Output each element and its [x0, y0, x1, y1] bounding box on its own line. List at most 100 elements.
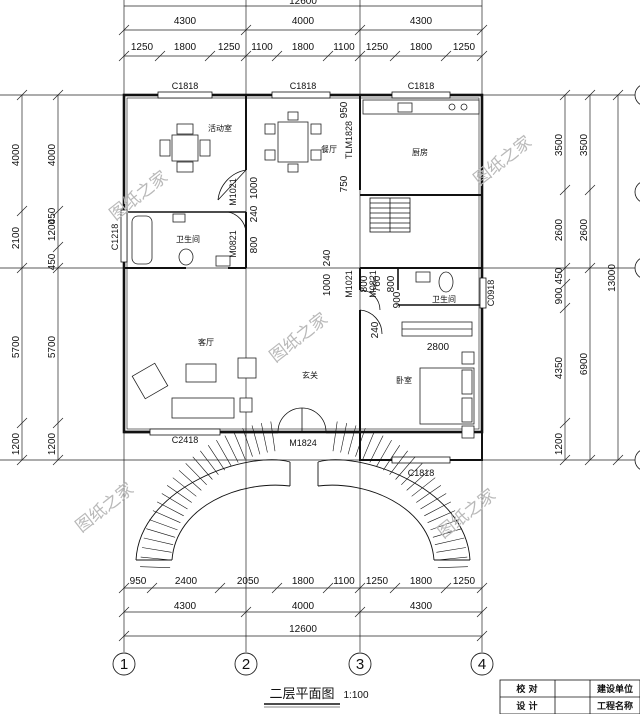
interior-dim: 800 [386, 275, 397, 292]
title-block-client: 建设单位 [597, 683, 633, 695]
door-code: M1021 [344, 270, 354, 298]
top-overall-dim: 12600 [289, 0, 317, 7]
right-inner-dim: 4350 [554, 356, 565, 379]
right-inner-dim: 3500 [554, 133, 565, 156]
right-inner-dim: 450 [554, 267, 565, 284]
top-major-dim: 4000 [292, 16, 315, 27]
stair-step [436, 547, 467, 553]
right-inner-dim: 2600 [554, 218, 565, 241]
top-minor-dim: 1250 [131, 42, 154, 53]
right-overall-dim: 13000 [607, 264, 618, 292]
top-dimension-lines [118, 5, 488, 62]
stair-step [416, 485, 442, 503]
room-label-living: 客厅 [198, 337, 214, 347]
right-inner-dim: 1200 [554, 432, 565, 455]
bottom-minor-dim: 1100 [333, 576, 355, 587]
axis-label: 3 [356, 656, 364, 673]
window-code: C1818 [172, 81, 199, 91]
left-inner-dim: 1200 [47, 432, 58, 455]
title-block-check: 校 对 [516, 683, 537, 695]
right-dimension-lines [559, 89, 624, 466]
door-code: M0821 [228, 230, 238, 258]
room-label-bath-left: 卫生间 [176, 234, 200, 244]
window-code: C0918 [486, 280, 496, 307]
room-label-kitchen: 厨房 [412, 147, 428, 157]
stair-steps [140, 421, 468, 568]
watermark: 图纸之家 [434, 485, 500, 543]
stair-step [178, 470, 202, 491]
right-outer-dim: 2600 [579, 218, 590, 241]
stair-step [401, 463, 423, 486]
bottom-overall-dim: 12600 [289, 624, 317, 635]
left-outer-dim: 4000 [11, 143, 22, 166]
stair-step [140, 556, 171, 561]
title-block [499, 679, 640, 714]
title-block-project: 工程名称 [597, 700, 633, 712]
stair-well [369, 197, 411, 233]
left-inner-dim: 450 [47, 207, 58, 224]
interior-dim: 240 [370, 321, 381, 338]
stair-step [406, 470, 430, 491]
top-major-dim: 4300 [174, 16, 197, 27]
window-code: C1818 [408, 81, 435, 91]
stair-step [224, 435, 239, 463]
room-label-bedroom: 卧室 [396, 375, 412, 385]
stair-step [437, 566, 468, 568]
windows [120, 91, 487, 464]
left-inner-dim: 1200 [47, 218, 58, 241]
room-label-bath-right: 卫生间 [432, 294, 456, 304]
top-minor-dim: 1800 [292, 42, 315, 53]
stair-step [347, 425, 357, 455]
bottom-dimension-lines [118, 582, 488, 642]
stair-step [149, 519, 178, 531]
interior-dim: 950 [339, 101, 350, 118]
drawing-title: 二层平面图 [269, 687, 334, 702]
watermark: 图纸之家 [266, 309, 332, 367]
right-inner-dim: 900 [554, 287, 565, 304]
stair-step [395, 456, 416, 480]
axis-label: 4 [478, 656, 486, 673]
left-inner-dim: 4000 [47, 143, 58, 166]
bottom-minor-dim: 1250 [366, 576, 389, 587]
stair-step [200, 450, 219, 475]
stair-step [146, 528, 176, 538]
title-block-design: 设 计 [516, 700, 537, 712]
interior-dim: 760 [372, 275, 383, 292]
stair-step [424, 501, 452, 517]
stair-step [141, 547, 172, 553]
right-outer-dim: 3500 [579, 133, 590, 156]
door-code: TLM1828 [344, 121, 354, 159]
stair-step [411, 477, 436, 497]
bottom-minor-dim: 2400 [175, 576, 198, 587]
stair-step [432, 528, 462, 538]
stair-step [140, 566, 171, 568]
bottom-minor-dim: 1800 [410, 576, 433, 587]
right-outer-dim: 6900 [579, 352, 590, 375]
left-outer-dim: 5700 [11, 335, 22, 358]
left-inner-dim: 5700 [47, 335, 58, 358]
stair-step [207, 445, 225, 471]
bottom-minor-dim: 1800 [292, 576, 315, 587]
stair-step [430, 519, 459, 531]
top-minor-dim: 1800 [174, 42, 197, 53]
curved-entrance-stairs [135, 459, 471, 561]
interior-dim: 800 [359, 275, 370, 292]
left-dimension-lines [16, 89, 64, 466]
top-minor-dim: 1100 [333, 42, 355, 53]
stair-step [161, 493, 188, 510]
stair-step [172, 477, 197, 497]
axis-label: 1 [120, 656, 128, 673]
interior-dim: 240 [322, 249, 333, 266]
stair-step [166, 485, 192, 503]
stair-step [332, 421, 338, 452]
drawing-scale: 1:100 [343, 690, 368, 701]
stair-step [389, 450, 408, 475]
interior-dim: 1000 [249, 176, 260, 199]
top-minor-dim: 1250 [218, 42, 241, 53]
interior-dim: 1000 [322, 273, 333, 296]
doors [217, 169, 383, 433]
bottom-axis-bubbles [112, 652, 494, 676]
bottom-minor-dim: 1250 [453, 576, 476, 587]
stair-step [340, 423, 347, 453]
